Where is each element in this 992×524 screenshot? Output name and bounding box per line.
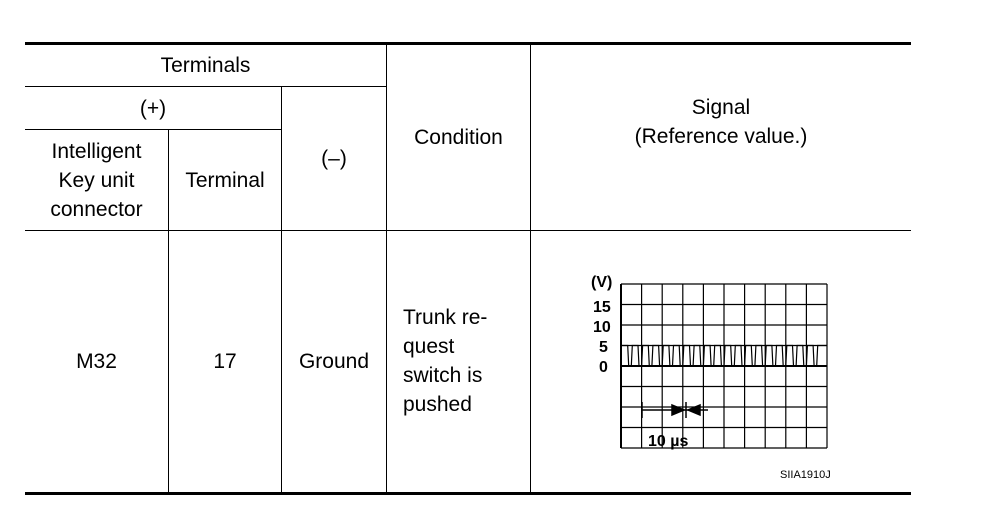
y-tick-5: 5 bbox=[599, 339, 608, 356]
header-connector: Intelligent Key unit connector bbox=[50, 139, 143, 221]
table-top-rule bbox=[25, 42, 911, 45]
signal-waveform-figure: (V) 15 10 5 0 10 µs SIIA1910J bbox=[591, 274, 831, 481]
row-connector: M32 bbox=[76, 350, 117, 373]
row-terminal: 17 bbox=[213, 350, 237, 373]
plus-underline bbox=[25, 129, 281, 130]
time-scale-label: 10 µs bbox=[648, 433, 688, 450]
time-scale-marker bbox=[641, 402, 708, 418]
y-tick-0: 0 bbox=[599, 359, 608, 376]
col-divider-connector bbox=[168, 129, 169, 493]
header-bottom-rule bbox=[25, 230, 911, 231]
col-divider-terminal bbox=[281, 86, 282, 493]
waveform-trace bbox=[622, 344, 827, 367]
y-tick-10: 10 bbox=[593, 319, 611, 336]
col-divider-minus bbox=[386, 42, 387, 493]
figure-id: SIIA1910J bbox=[780, 469, 831, 481]
header-condition: Condition bbox=[414, 126, 503, 149]
header-signal: Signal (Reference value.) bbox=[634, 96, 808, 148]
y-tick-15: 15 bbox=[593, 299, 611, 316]
row-condition: Trunk re- quest switch is pushed bbox=[403, 306, 488, 416]
row-minus: Ground bbox=[298, 350, 370, 373]
header-terminal: Terminal bbox=[185, 168, 265, 192]
header-terminals: Terminals bbox=[160, 54, 251, 77]
table-bottom-rule bbox=[25, 492, 911, 495]
header-plus: (+) bbox=[139, 96, 167, 120]
terminals-underline bbox=[25, 86, 387, 87]
header-minus: (–) bbox=[321, 147, 347, 170]
unit-label: (V) bbox=[591, 274, 612, 291]
col-divider-condition bbox=[530, 42, 531, 493]
